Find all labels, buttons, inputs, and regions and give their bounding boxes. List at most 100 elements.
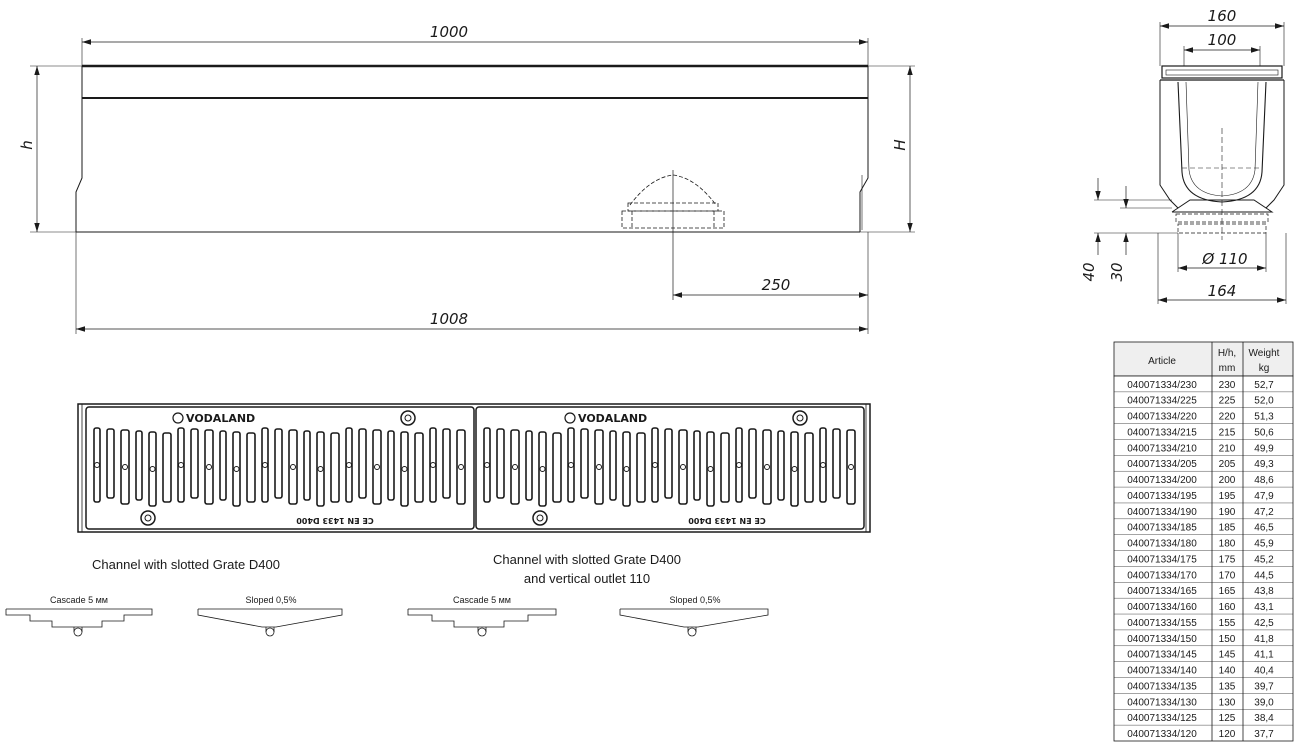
table-cell-weight: 43,8 [1254, 586, 1274, 597]
table-cell-weight: 44,5 [1254, 570, 1274, 581]
grate-slot [190, 428, 199, 499]
grate-slot [135, 430, 143, 501]
table-cell-h: 210 [1219, 443, 1236, 454]
caption-right-line2: and vertical outlet 110 [524, 571, 650, 586]
caption-right-line1: Channel with slotted Grate D400 [493, 552, 681, 567]
grate-rib [149, 466, 156, 472]
profile-label-cascade-left: Cascade 5 мм [50, 595, 108, 605]
grate-stamp-left: CE EN 1433 D400 [296, 516, 374, 525]
grate-rib [680, 464, 686, 470]
dim-label-h: h [18, 140, 36, 150]
table-cell-weight: 47,9 [1254, 491, 1274, 502]
table-cell-article: 040071334/180 [1127, 539, 1197, 550]
table-cell-article: 040071334/210 [1127, 443, 1197, 454]
grate-slot [372, 429, 382, 505]
table-cell-article: 040071334/130 [1127, 697, 1197, 708]
grate-rib [178, 462, 184, 468]
grate-slot [162, 432, 172, 503]
table-cell-h: 205 [1219, 459, 1236, 470]
table-cell-article: 040071334/175 [1127, 554, 1197, 565]
table-cell-article: 040071334/135 [1127, 681, 1197, 692]
table-cell-h: 225 [1219, 396, 1236, 407]
profile-label-sloped-right: Sloped 0,5% [669, 595, 720, 605]
table-cell-weight: 41,1 [1254, 650, 1274, 661]
profile-label-sloped-left: Sloped 0,5% [245, 595, 296, 605]
channel-side-body [75, 64, 869, 233]
grate-rib [652, 462, 658, 468]
grate-slot [706, 431, 715, 507]
table-cell-h: 120 [1219, 729, 1236, 740]
bolt-icon [140, 510, 156, 526]
grate-slot [777, 430, 785, 501]
grate-rib [346, 462, 352, 468]
table-cell-h: 180 [1219, 539, 1236, 550]
table-cell-h: 230 [1219, 380, 1236, 391]
grate-slot [580, 428, 589, 499]
table-header-hh: H/h, [1218, 348, 1236, 359]
grate-rib [484, 462, 490, 468]
table-cell-weight: 43,1 [1254, 602, 1274, 613]
table-cell-weight: 52,0 [1254, 396, 1274, 407]
cross-section [1094, 22, 1287, 304]
grate-top-view [77, 403, 871, 533]
table-cell-article: 040071334/155 [1127, 618, 1197, 629]
table-cell-weight: 39,7 [1254, 681, 1274, 692]
table-cell-article: 040071334/195 [1127, 491, 1197, 502]
table-cell-article: 040071334/225 [1127, 396, 1197, 407]
dim-label-1008: 1008 [430, 310, 468, 328]
dim-label-30: 30 [1108, 262, 1126, 281]
grate-rib [707, 466, 714, 472]
grate-rib [94, 462, 100, 468]
profile-sloped-left [197, 608, 343, 637]
grate-slot [120, 429, 130, 505]
table-row: 040071334/180 180 45,9 [1127, 539, 1274, 550]
table-cell-article: 040071334/150 [1127, 634, 1197, 645]
brand-logo-icon [564, 412, 576, 424]
grate-rib [233, 466, 240, 472]
grate-slot [804, 432, 814, 503]
dim-label-H: H [891, 139, 909, 150]
grate-slot [148, 431, 157, 507]
grate-brand-left: VODALAND [186, 412, 255, 425]
table-grid-lines [1114, 391, 1293, 726]
table-cell-weight: 49,9 [1254, 443, 1274, 454]
table-cell-h: 150 [1219, 634, 1236, 645]
profile-sloped-right [619, 608, 769, 637]
grate-rib [623, 466, 630, 472]
grate-slot [456, 429, 466, 505]
grate-slot [106, 428, 115, 499]
grate-slot [693, 430, 701, 501]
table-cell-weight: 42,5 [1254, 618, 1274, 629]
grate-slots-left [93, 427, 466, 507]
table-cell-h: 195 [1219, 491, 1236, 502]
table-cell-weight: 50,6 [1254, 427, 1274, 438]
table-cell-h: 190 [1219, 507, 1236, 518]
grate-rib [206, 464, 212, 470]
grate-slot [636, 432, 646, 503]
table-row: 040071334/225 225 52,0 [1127, 396, 1274, 407]
grate-rib [317, 466, 324, 472]
table-cell-weight: 45,9 [1254, 539, 1274, 550]
grate-slot [622, 431, 631, 507]
grate-slot [219, 430, 227, 501]
table-cell-article: 040071334/165 [1127, 586, 1197, 597]
grate-rib [458, 464, 464, 470]
grate-slot [387, 430, 395, 501]
table-cell-h: 155 [1219, 618, 1236, 629]
grate-slot [748, 428, 757, 499]
grate-slot [330, 432, 340, 503]
grate-rib [512, 464, 518, 470]
table-cell-article: 040071334/145 [1127, 650, 1197, 661]
table-header-weight-unit: kg [1259, 363, 1270, 374]
table-header-weight: Weight [1249, 348, 1280, 359]
grate-slot [594, 429, 604, 505]
